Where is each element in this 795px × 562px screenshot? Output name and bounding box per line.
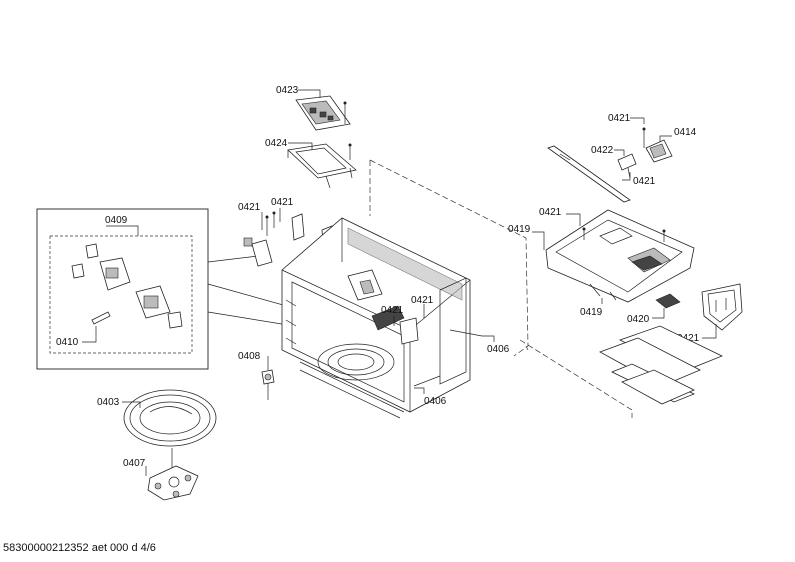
- label-0420: 0420: [627, 314, 650, 325]
- leaders-chassis: [267, 304, 495, 400]
- part-0422-thermostat: [614, 149, 637, 181]
- label-0410: 0410: [56, 337, 79, 348]
- label-0409: 0409: [105, 215, 128, 226]
- label-0421-d: 0421: [411, 295, 434, 306]
- part-mica-pads: [599, 325, 723, 405]
- label-0421-g: 0421: [539, 207, 562, 218]
- label-0421-e: 0421: [608, 113, 631, 124]
- inset-0409-frame: [36, 208, 209, 370]
- part-0424-bracket: [287, 142, 357, 189]
- label-0423: 0423: [276, 85, 299, 96]
- part-0423-control-board: [295, 89, 351, 131]
- part-0408-coupler: [261, 369, 275, 385]
- label-0419-a: 0419: [508, 224, 531, 235]
- part-0420-filter: [652, 293, 681, 319]
- label-0421-h: 0421: [677, 333, 700, 344]
- label-0406-b: 0406: [424, 396, 447, 407]
- label-0421-b: 0421: [271, 197, 294, 208]
- part-0403-turntable-plate: [122, 389, 217, 447]
- dashed-frame-right: [519, 339, 633, 418]
- inset-connector-line: [207, 255, 259, 263]
- part-rail-strip: [547, 145, 631, 203]
- label-0407: 0407: [123, 458, 146, 469]
- label-0421-f: 0421: [633, 176, 656, 187]
- label-0424: 0424: [265, 138, 288, 149]
- footer-document-id: 58300000212352 aet 000 d 4/6: [3, 542, 156, 554]
- part-oven-chassis: [281, 159, 529, 419]
- label-0419-b: 0419: [580, 307, 603, 318]
- part-0419-housing: [532, 209, 695, 304]
- label-0403: 0403: [97, 397, 120, 408]
- screws-0421-top: [261, 208, 281, 236]
- part-0414-fan-motor: [630, 117, 673, 163]
- label-0414: 0414: [674, 127, 697, 138]
- label-0408: 0408: [238, 351, 261, 362]
- label-0406-a: 0406: [487, 344, 510, 355]
- inset-0409-parts: [71, 243, 183, 329]
- part-0407-roller-ring: [145, 448, 199, 501]
- part-0421-side-bracket: [701, 283, 743, 339]
- label-0422: 0422: [591, 145, 614, 156]
- label-0421-a: 0421: [238, 202, 261, 213]
- label-0421-c: 0421: [381, 305, 404, 316]
